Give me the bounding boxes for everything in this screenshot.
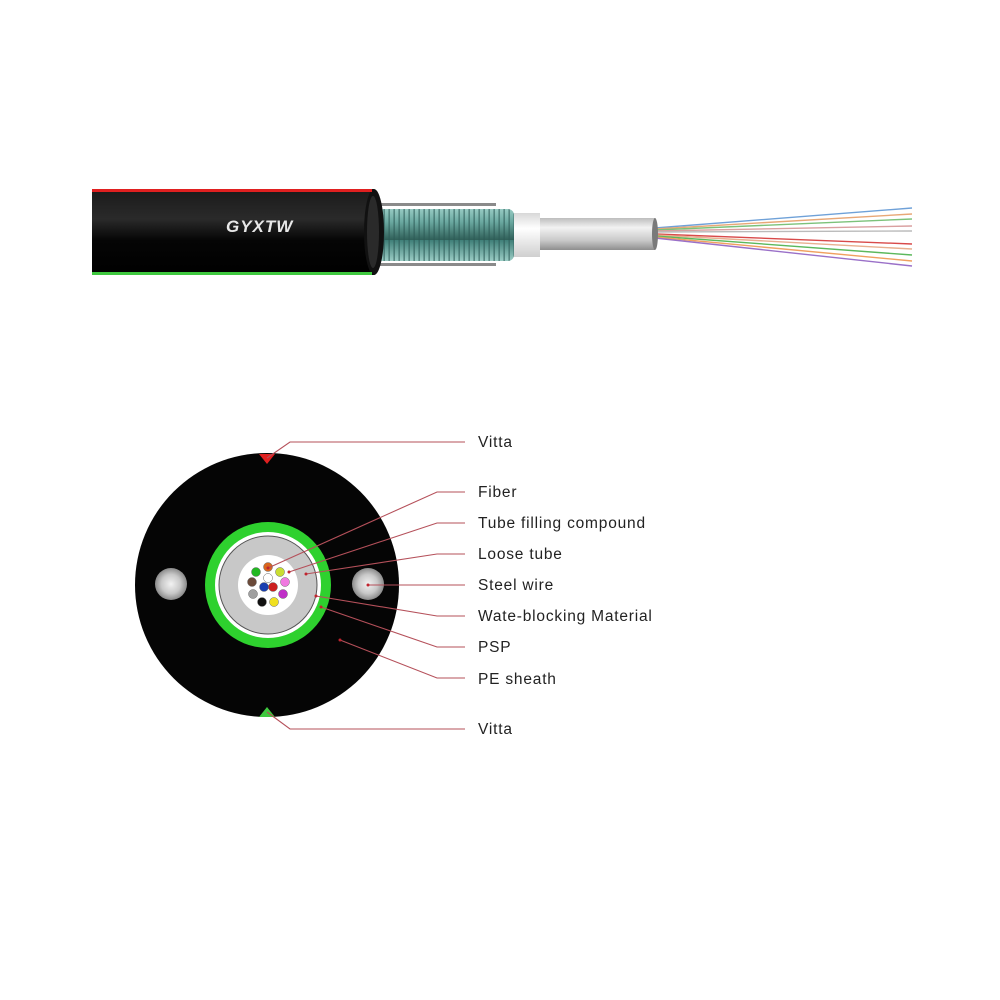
label-water-blocking-material: Wate-blocking Material: [478, 608, 653, 625]
cable-side-view: GYXTW: [92, 189, 913, 275]
label-tube-filling-compound: Tube filling compound: [478, 515, 646, 532]
steel-wire-side-bottom: [368, 263, 496, 266]
label-loose-tube: Loose tube: [478, 546, 563, 563]
leader-lines: [266, 441, 465, 730]
label-vitta-top: Vitta: [478, 434, 513, 451]
loose-tube-side: [538, 218, 655, 250]
labels: Vitta Fiber Tube filling compound Loose …: [478, 434, 653, 738]
vitta-top-marker: [259, 454, 275, 464]
steel-wire-side-top: [368, 203, 496, 206]
fiber-fan: [654, 207, 913, 267]
cable-cross-section: [135, 453, 399, 717]
vitta-green-stripe: [92, 272, 372, 275]
label-pe-sheath: PE sheath: [478, 671, 557, 688]
cable-model-text: GYXTW: [226, 217, 294, 236]
label-psp: PSP: [478, 639, 511, 656]
label-fiber: Fiber: [478, 484, 517, 501]
psp-side: [366, 209, 514, 261]
steel-wire-left: [155, 568, 187, 600]
label-steel-wire: Steel wire: [478, 577, 554, 594]
vitta-red-stripe: [92, 189, 372, 192]
water-blocking-side: [510, 213, 540, 257]
label-vitta-bottom: Vitta: [478, 721, 513, 738]
pe-sheath-side: [92, 189, 374, 275]
